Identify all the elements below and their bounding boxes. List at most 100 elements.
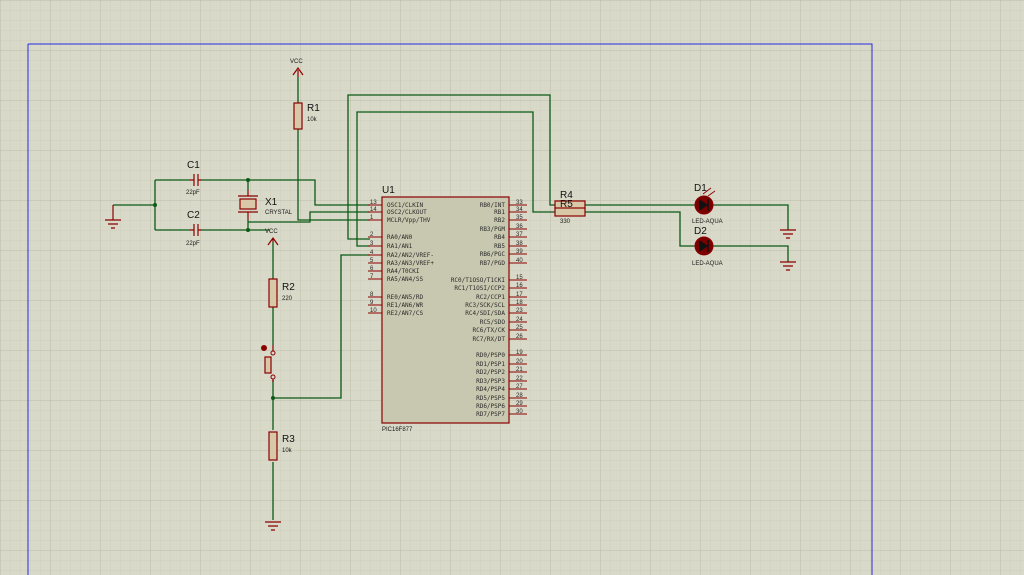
u1-pin-number: 8	[370, 292, 374, 298]
capacitor-c2[interactable]: C2 22pF	[186, 210, 202, 247]
d2-ref: D2	[694, 226, 707, 237]
ground-symbol-d2[interactable]	[780, 261, 796, 271]
r3-value: 10k	[282, 448, 293, 454]
u1-pin-left[interactable]: 13 OSC1/CLKIN	[368, 200, 424, 209]
u1-pin-right[interactable]: 33 RB0/INT	[480, 200, 527, 209]
led-d2[interactable]: D2 LED-AQUA	[692, 226, 723, 267]
led-d1[interactable]: D1 LED-AQUA	[692, 183, 723, 225]
vcc-mid-label: VCC	[265, 229, 278, 235]
ground-symbol-d1[interactable]	[780, 229, 796, 239]
r4-ref: R4	[560, 190, 573, 201]
capacitor-c1[interactable]: C1 22pF	[186, 160, 202, 196]
u1-pin-name: RC3/SCK/SCL	[465, 302, 505, 309]
u1-pin-number: 18	[516, 300, 523, 306]
u1-pin-number: 7	[370, 274, 374, 280]
pushbutton-switch[interactable]	[261, 345, 276, 382]
u1-pin-name: RD6/PSP6	[476, 403, 505, 410]
u1-pin-name: RC7/RX/DT	[472, 336, 505, 343]
u1-pin-name: RE1/AN6/WR	[387, 302, 424, 309]
u1-right-pins: 33 RB0/INT34RB135RB236RB3/PGM37RB438RB539…	[451, 200, 527, 418]
u1-pin-number: 13	[370, 200, 377, 206]
u1-pin-left[interactable]: 7 RA5/AN4/SS	[368, 274, 424, 283]
u1-pin-left[interactable]: 2 RA0/AN0	[368, 232, 413, 241]
vcc-top-label: VCC	[290, 59, 303, 65]
crystal-x1[interactable]: X1 CRYSTAL	[238, 190, 293, 220]
c1-ref: C1	[187, 160, 200, 171]
u1-pin-name: RE2/AN7/CS	[387, 310, 424, 317]
u1-pin-right[interactable]: 40 RB7/PGD	[480, 258, 527, 267]
u1-pin-number: 17	[516, 292, 523, 298]
resistor-r5[interactable]: R5 330	[554, 199, 586, 225]
u1-pin-left[interactable]: 8 RE0/AN5/RD	[368, 292, 424, 301]
u1-pin-name: OSC2/CLKOUT	[387, 209, 427, 216]
resistor-r2[interactable]: R2 220	[268, 278, 295, 308]
x1-ref: X1	[265, 197, 278, 208]
junctions	[153, 178, 275, 400]
u1-pin-name: OSC1/CLKIN	[387, 202, 424, 209]
sheet-border	[28, 43, 873, 575]
u1-pin-name: RA0/AN0	[387, 234, 413, 241]
u1-pin-name: RA5/AN4/SS	[387, 276, 424, 283]
ground-symbol-left[interactable]	[105, 205, 121, 229]
u1-pin-left[interactable]: 9 RE1/AN6/WR	[368, 300, 424, 309]
u1-pin-number: 1	[370, 215, 374, 221]
u1-pin-right[interactable]: 18 RC3/SCK/SCL	[465, 300, 527, 309]
u1-pin-number: 16	[516, 283, 523, 289]
resistor-r3[interactable]: R3 10k	[268, 431, 295, 461]
u1-pin-number: 23	[516, 308, 523, 314]
u1-pin-name: RB0/INT	[480, 202, 506, 209]
resistor-r1[interactable]: R1 10k	[293, 102, 320, 130]
d2-value: LED-AQUA	[692, 261, 723, 267]
u1-pin-name: RD5/PSP5	[476, 395, 505, 402]
u1-pin-name: RC2/CCP1	[476, 294, 505, 301]
u1-pin-number: 36	[516, 224, 523, 230]
u1-pin-name: RB1	[494, 209, 505, 216]
u1-pin-number: 19	[516, 350, 523, 356]
u1-pin-name: RD1/PSP1	[476, 361, 505, 368]
vcc-terminal-mid[interactable]: VCC	[265, 229, 279, 246]
u1-pin-name: RB7/PGD	[480, 260, 506, 267]
u1-pin-number: 40	[516, 258, 523, 264]
u1-pin-number: 9	[370, 300, 374, 306]
ground-symbol-bottom[interactable]	[265, 521, 281, 531]
vcc-terminal-top[interactable]: VCC	[290, 59, 304, 77]
u1-pin-name: RE0/AN5/RD	[387, 294, 424, 301]
u1-pin-number: 15	[516, 275, 523, 281]
u1-pin-right[interactable]: 17 RC2/CCP1	[476, 292, 527, 301]
r1-value: 10k	[307, 117, 318, 123]
c2-ref: C2	[187, 210, 200, 221]
r1-ref: R1	[307, 103, 320, 114]
u1-pin-name: RD3/PSP3	[476, 378, 505, 385]
u1-pin-number: 33	[516, 200, 523, 206]
u1-pin-number: 2	[370, 232, 374, 238]
